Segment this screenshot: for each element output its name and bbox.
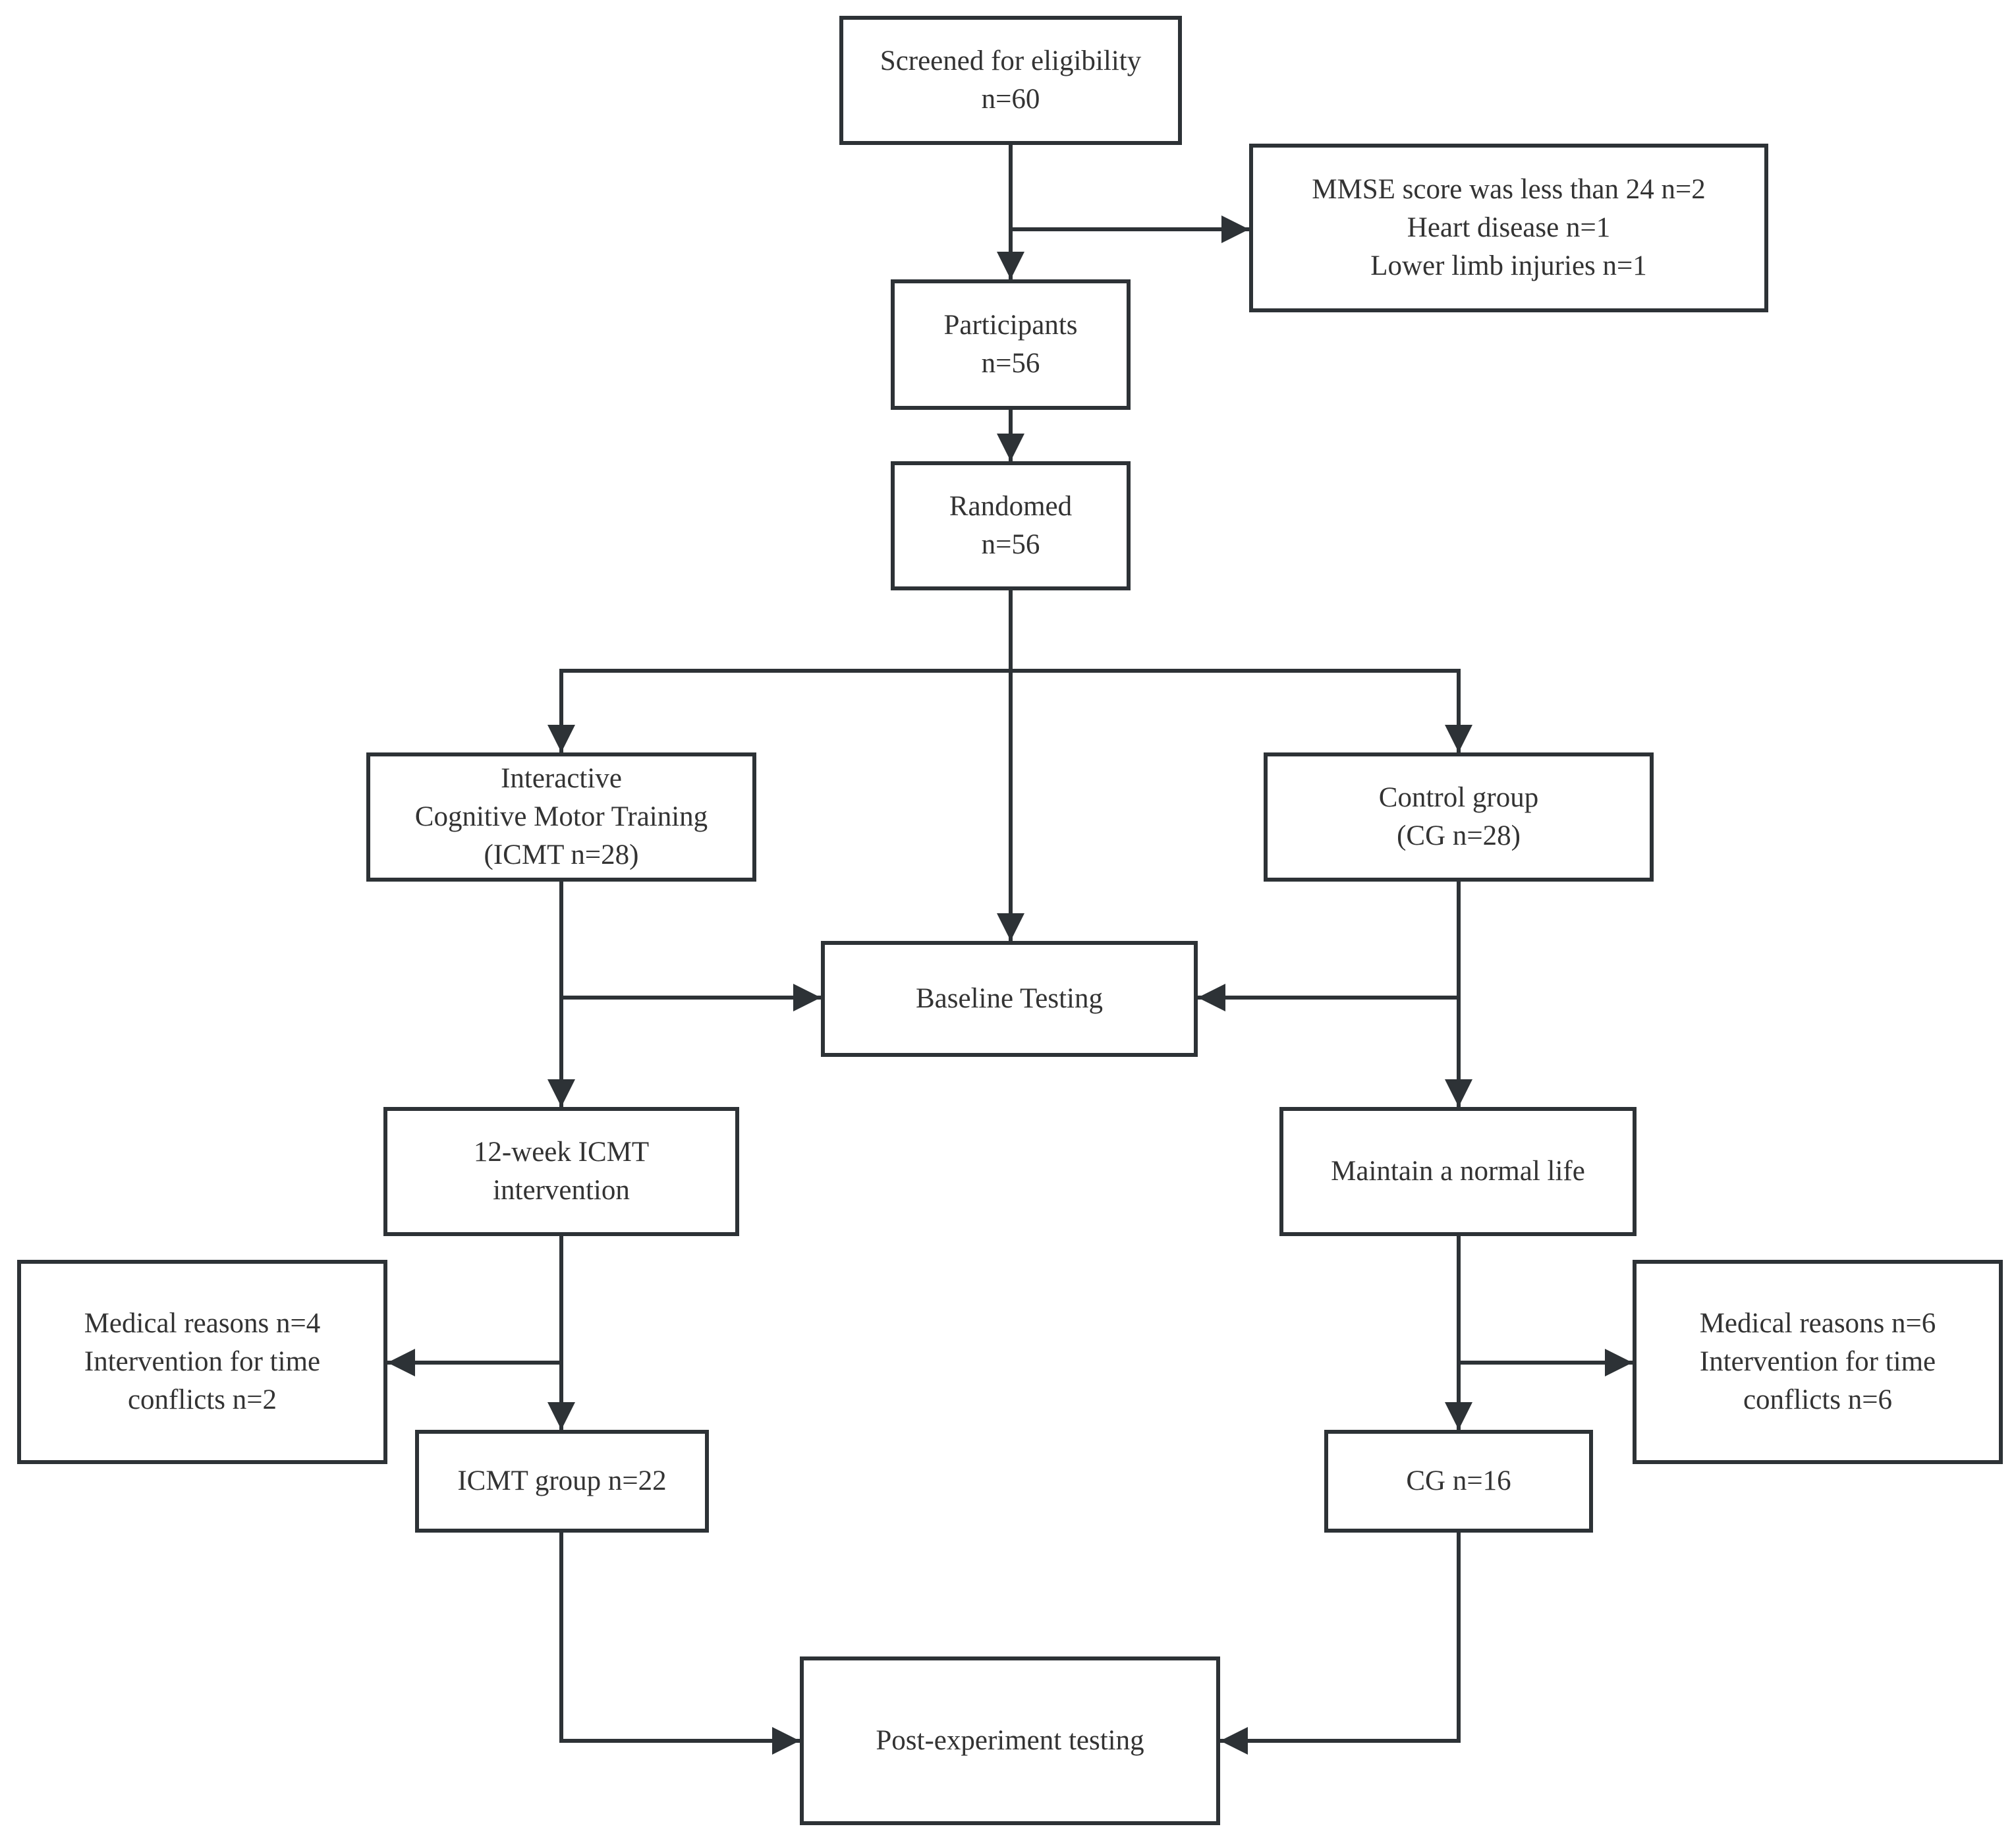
node-text-line: Baseline Testing	[915, 983, 1103, 1014]
node-text-line: n=56	[981, 348, 1040, 379]
arrow-randomed-to-icmt	[547, 669, 1011, 752]
arrow-icmt-group-to-post-test	[559, 1533, 800, 1755]
node-text-line: Screened for eligibility	[880, 45, 1142, 76]
screened-text: Screened for eligibility n=60	[880, 42, 1141, 119]
randomed-box: Randomed n=56	[891, 461, 1131, 590]
post-experiment-testing-box: Post-experiment testing	[800, 1656, 1220, 1825]
node-text-line: MMSE score was less than 24 n=2	[1312, 174, 1706, 205]
node-text-line: (CG n=28)	[1397, 820, 1521, 851]
cg-group-text: CG n=16	[1406, 1462, 1511, 1500]
node-text-line: conflicts n=6	[1743, 1384, 1893, 1415]
node-text-line: conflicts n=2	[127, 1384, 277, 1415]
cg-group-box: CG n=16	[1324, 1430, 1593, 1533]
node-text-line: Cognitive Motor Training	[414, 801, 708, 832]
randomed-text: Randomed n=56	[949, 488, 1072, 564]
baseline-text: Baseline Testing	[916, 980, 1103, 1018]
node-text-line: Maintain a normal life	[1331, 1156, 1585, 1187]
arrow-randomed-to-control	[1011, 669, 1472, 752]
icmt-group-box: ICMT group n=22	[415, 1430, 709, 1533]
node-text-line: Heart disease n=1	[1407, 212, 1611, 243]
control-text: Control group (CG n=28)	[1379, 779, 1538, 855]
arrow-cg-group-to-post-test	[1220, 1533, 1461, 1755]
node-text-line: Medical reasons n=6	[1699, 1308, 1936, 1339]
post-test-text: Post-experiment testing	[876, 1722, 1144, 1760]
control-group-box: Control group (CG n=28)	[1264, 752, 1654, 882]
normal-life-text: Maintain a normal life	[1331, 1152, 1585, 1191]
node-text-line: Interactive	[501, 763, 622, 794]
participants-text: Participants n=56	[943, 306, 1077, 383]
node-text-line: Intervention for time	[84, 1346, 321, 1377]
node-text-line: intervention	[493, 1175, 630, 1206]
node-text-line: Post-experiment testing	[876, 1725, 1144, 1756]
participants-box: Participants n=56	[891, 279, 1131, 410]
node-text-line: Randomed	[949, 491, 1073, 522]
node-text-line: n=56	[981, 529, 1040, 560]
node-text-line: Participants	[943, 310, 1078, 341]
node-text-line: Intervention for time	[1699, 1346, 1936, 1377]
baseline-testing-box: Baseline Testing	[821, 941, 1198, 1057]
node-text-line: n=60	[981, 84, 1040, 115]
node-text-line: (ICMT n=28)	[484, 839, 639, 870]
node-text-line: ICMT group n=22	[457, 1465, 667, 1496]
normal-life-box: Maintain a normal life	[1279, 1107, 1637, 1236]
node-text-line: 12-week ICMT	[473, 1137, 650, 1168]
screened-box: Screened for eligibility n=60	[839, 16, 1182, 145]
node-text-line: Lower limb injuries n=1	[1370, 250, 1647, 281]
node-text-line: Medical reasons n=4	[84, 1308, 321, 1339]
icmt-intervention-box: 12-week ICMT intervention	[383, 1107, 739, 1236]
icmt-intervention-text: 12-week ICMT intervention	[474, 1133, 649, 1210]
node-text-line: Control group	[1378, 782, 1539, 813]
node-text-line: CG n=16	[1406, 1465, 1511, 1496]
icmt-group-text: ICMT group n=22	[457, 1462, 666, 1500]
